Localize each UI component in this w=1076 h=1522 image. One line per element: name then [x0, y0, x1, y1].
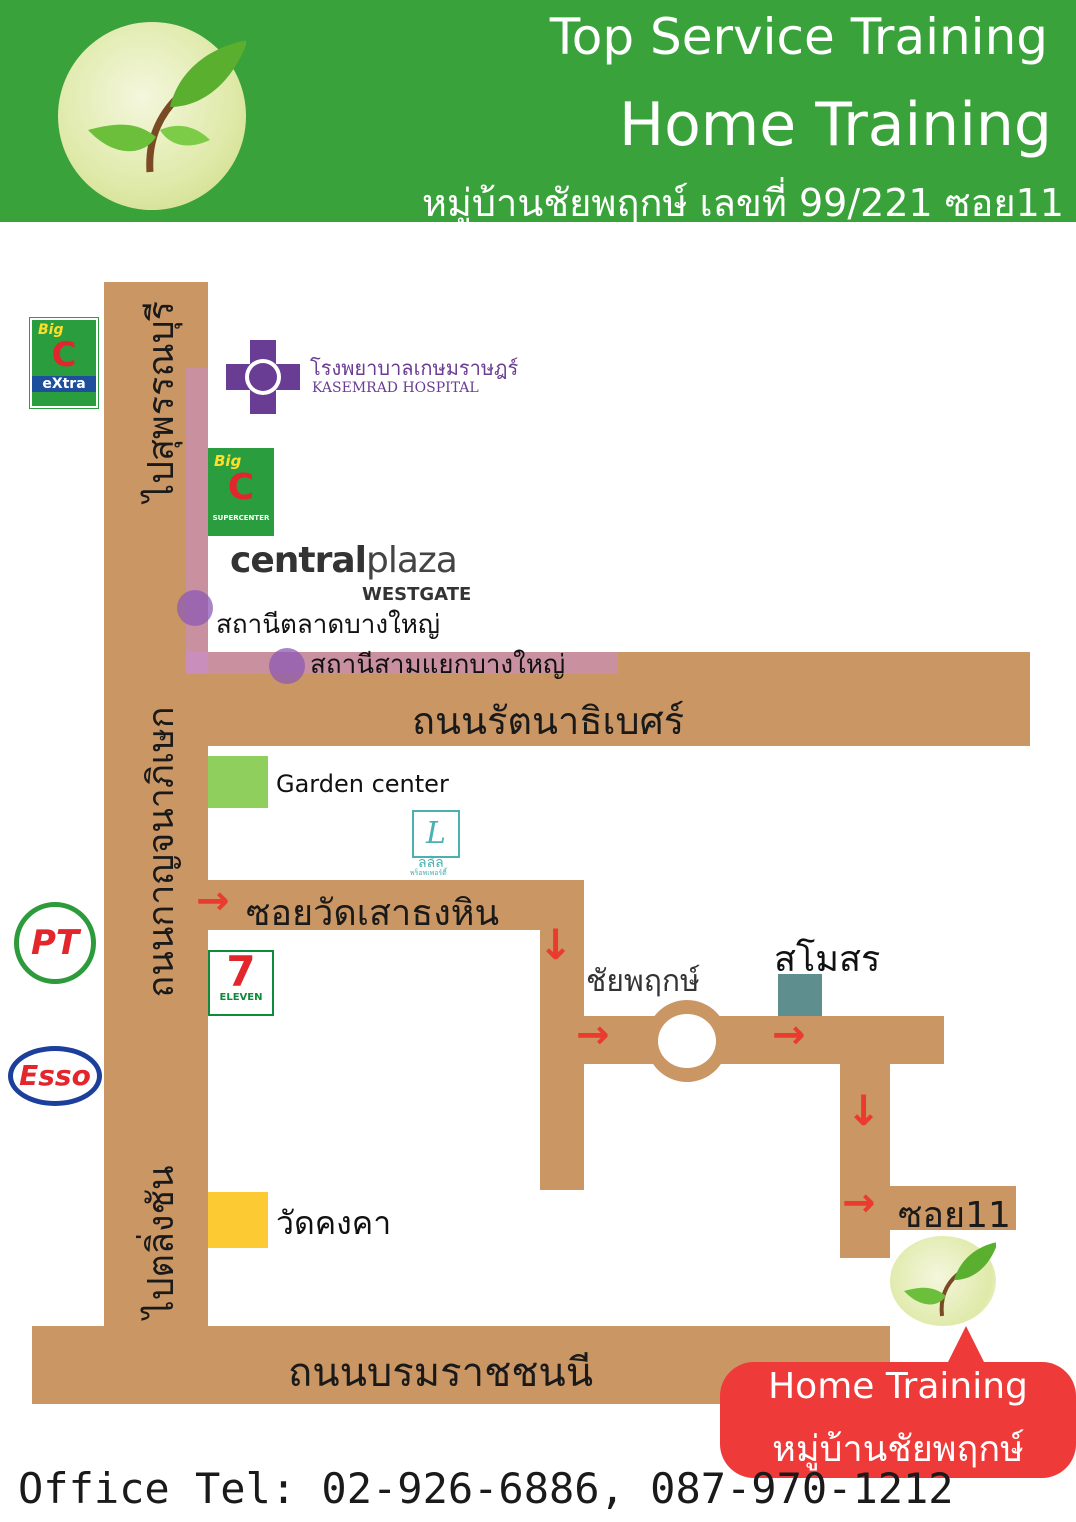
pt-logo-text: PT: [30, 923, 80, 963]
label-to-suphanburi: ไปสุพรรณบุรี: [141, 301, 182, 502]
garden-center-marker: [208, 756, 268, 808]
label-soi11: ซอย11: [898, 1195, 1011, 1236]
station-talad-bangyai-marker: [177, 590, 213, 626]
destination-leaf-icon: [890, 1236, 998, 1326]
purple-line-vertical: [186, 368, 208, 674]
plaza-word: plaza: [365, 540, 458, 581]
lalil-logo-mark: L: [426, 816, 446, 851]
seven-eleven-text: ELEVEN: [219, 992, 263, 1003]
road-soi11: [840, 1186, 1016, 1230]
wat-khongkha-marker: [208, 1192, 268, 1248]
station-samyaek-bangyai-marker: [269, 648, 305, 684]
label-soi-wat: ซอยวัดเสาธงหิน: [246, 893, 500, 934]
lalil-sub: พร็อพเพอร์ตี้: [410, 869, 447, 877]
bigc-super-big: Big: [214, 452, 242, 470]
garden-center-label: Garden center: [276, 770, 449, 798]
arrow-down-icon: ↓: [538, 920, 574, 969]
seven-eleven-logo: 7 ELEVEN: [208, 950, 274, 1016]
seven-eleven-number: 7: [226, 947, 256, 996]
bigc-extra-c: C: [51, 335, 77, 375]
chaiyapruek-label: ชัยพฤกษ์: [586, 964, 700, 999]
label-rattanathibet: ถนนรัตนาธิเบศร์: [412, 699, 685, 743]
header-subtitle: Home Training: [618, 90, 1052, 160]
station-talad-bangyai-label: สถานีตลาดบางใหญ่: [216, 610, 441, 640]
esso-logo: Esso: [8, 1046, 102, 1106]
wat-khongkha-label: วัดคงคา: [276, 1204, 392, 1242]
header-title: Top Service Training: [549, 8, 1048, 66]
lalil-name: ลลิล: [418, 855, 444, 871]
club-marker: [778, 974, 822, 1016]
leaf-logo: [58, 22, 248, 210]
label-to-taling-chan: ไปตลิ่งชัน: [141, 1165, 182, 1319]
hospital-name-th: โรงพยาบาลเกษมราษฎร์: [310, 356, 519, 380]
bigc-extra-label: eXtra: [32, 376, 96, 392]
pt-logo: PT: [14, 902, 96, 984]
arrow-down-icon: ↓: [846, 1086, 882, 1135]
central-word: central: [230, 540, 367, 581]
bigc-supercenter-logo: Big C SUPERCENTER: [208, 448, 274, 536]
club-label: สโมสร: [774, 939, 881, 980]
esso-logo-text: Esso: [19, 1059, 91, 1092]
bigc-super-label: SUPERCENTER: [212, 514, 270, 522]
central-plaza-logo: centralplaza: [230, 540, 458, 581]
arrow-right-icon: →: [576, 1012, 610, 1058]
leaf-icon: [88, 40, 248, 173]
callout-line1: Home Training: [768, 1366, 1028, 1407]
central-plaza-westgate: WESTGATE: [362, 584, 472, 605]
callout-bubble: [720, 1362, 1076, 1478]
bigc-super-c: C: [227, 467, 255, 508]
office-phone: Office Tel: 02-926-6886, 087-970-1212: [18, 1464, 954, 1513]
road-soi-wat: [206, 880, 584, 930]
label-borommaratchachonnani: ถนนบรมราชชนนี: [288, 1350, 594, 1396]
callout-line2: หมู่บ้านชัยพฤกษ์: [772, 1429, 1024, 1470]
arrow-right-icon: →: [842, 1180, 876, 1226]
arrow-right-icon: →: [772, 1012, 806, 1058]
arrow-right-icon: →: [196, 878, 230, 924]
bigc-extra-logo: Big C eXtra: [29, 317, 99, 409]
station-samyaek-bangyai-label: สถานีสามแยกบางใหญ่: [310, 650, 566, 680]
hospital-name-en: KASEMRAD HOSPITAL: [312, 380, 479, 396]
label-kanchanaphisek: ถนนกาญจนาภิเษก: [141, 706, 182, 998]
roundabout-center: [658, 1014, 716, 1068]
lalil-logo: L: [412, 810, 460, 858]
hospital-cross-icon: [224, 338, 302, 416]
bigc-extra-big: Big: [38, 322, 64, 338]
header-address: หมู่บ้านชัยพฤกษ์ เลขที่ 99/221 ซอย11: [421, 181, 1064, 225]
